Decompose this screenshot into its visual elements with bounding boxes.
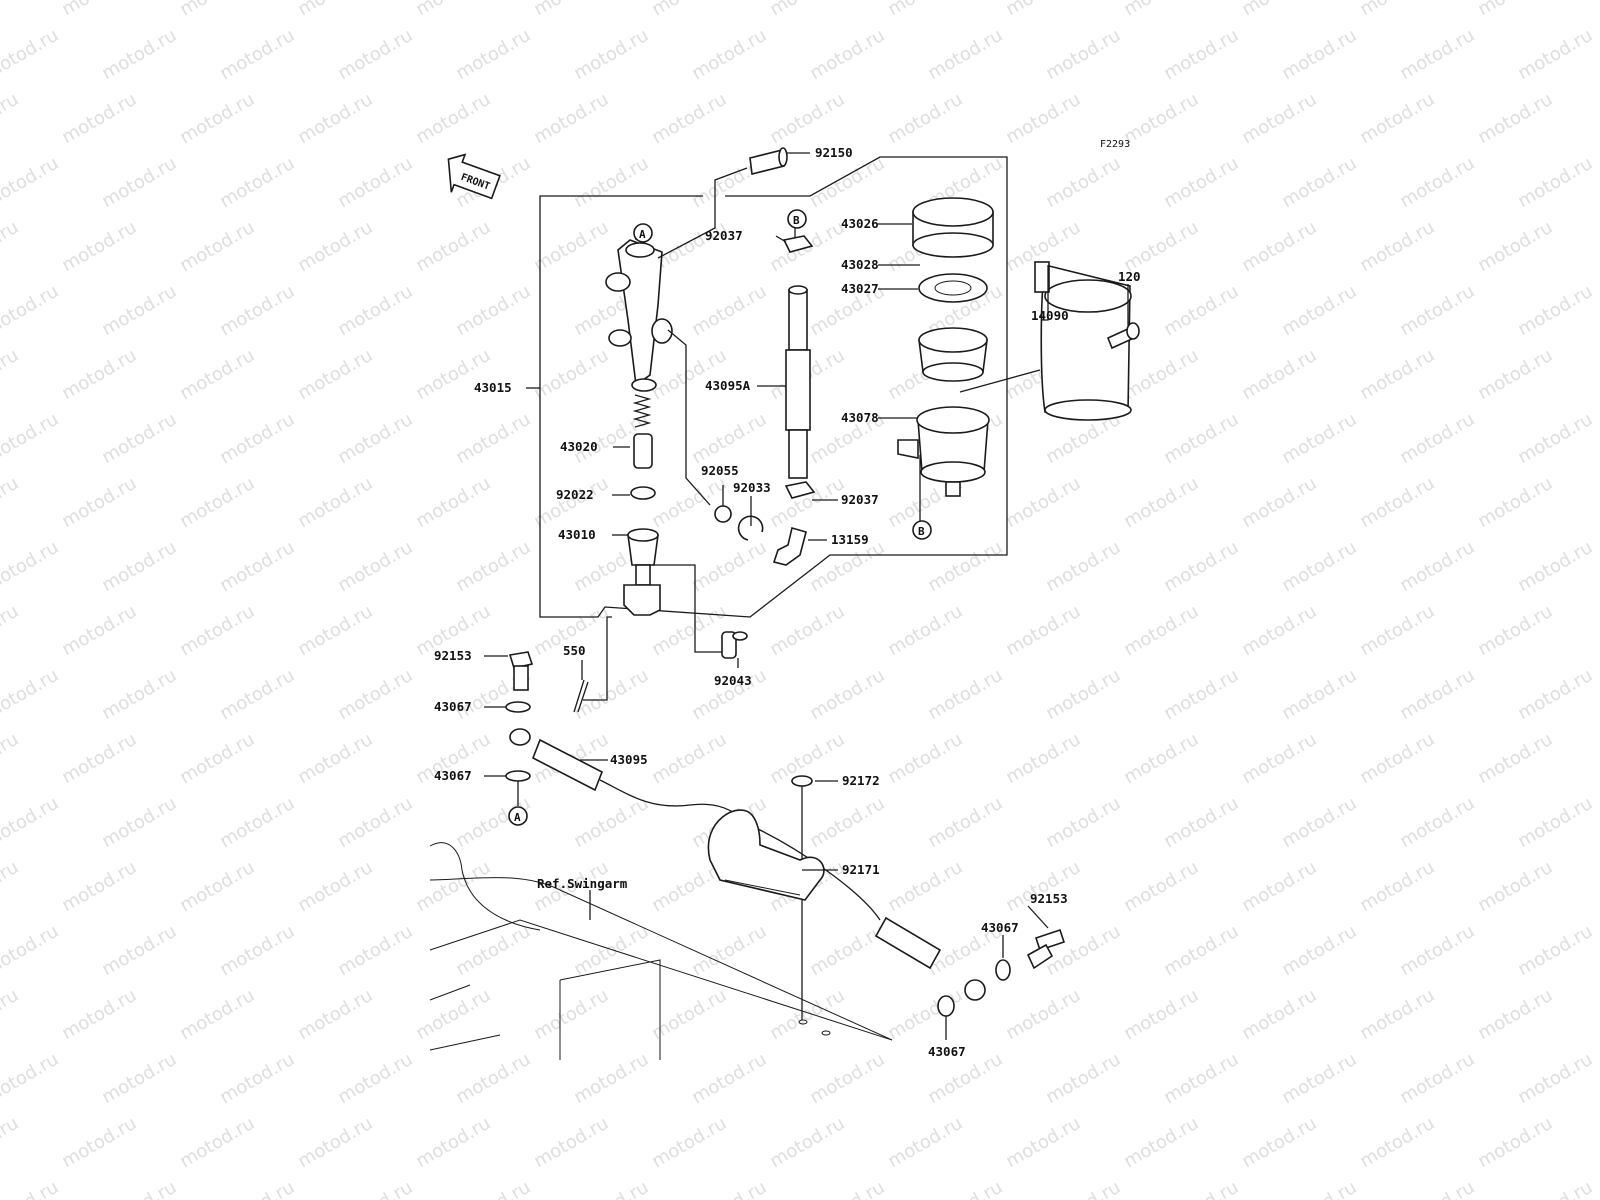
plate-icon <box>918 273 988 303</box>
label-92022: 92022 <box>556 487 594 502</box>
label-92043: 92043 <box>714 673 752 688</box>
cotter-pin-icon <box>573 679 589 713</box>
washer-icon <box>505 701 531 713</box>
label-43067-mid: 43067 <box>434 768 472 783</box>
svg-text:B: B <box>918 525 925 538</box>
callout-b-bottom: B <box>912 520 932 540</box>
callout-a-top: A <box>633 223 653 243</box>
label-43020: 43020 <box>560 439 598 454</box>
label-43010: 43010 <box>558 527 596 542</box>
fitting-icon <box>772 527 807 566</box>
figure-code: F2293 <box>1100 139 1130 150</box>
callout-b-top: B <box>787 209 807 229</box>
label-43015: 43015 <box>474 380 512 395</box>
hose-clamp-icon <box>782 235 814 253</box>
pin-icon <box>721 631 748 659</box>
label-550: 550 <box>563 643 586 658</box>
master-cylinder-icon <box>605 239 673 392</box>
label-43028: 43028 <box>841 257 879 272</box>
banjo-bolt-icon <box>1026 928 1066 970</box>
label-92033: 92033 <box>733 480 771 495</box>
reference-label: Ref.Swingarm <box>537 876 628 891</box>
washer-icon <box>505 770 531 782</box>
label-43095a: 43095A <box>705 378 751 393</box>
assembly-outline <box>539 156 1008 618</box>
label-120: 120 <box>1118 269 1141 284</box>
label-43067-lower-right: 43067 <box>981 920 1019 935</box>
reservoir-tank-icon <box>897 406 990 497</box>
bolt-icon <box>749 147 788 175</box>
label-43095: 43095 <box>610 752 648 767</box>
label-92153-lower: 92153 <box>1030 891 1068 906</box>
banjo-bolt-icon <box>508 651 534 691</box>
label-13159: 13159 <box>831 532 869 547</box>
part-labels: 92150 43026 92037 43027 120 14090 43028 … <box>434 145 1141 1059</box>
label-92172: 92172 <box>842 773 880 788</box>
label-43078: 43078 <box>841 410 879 425</box>
washer-icon <box>995 959 1011 981</box>
svg-text:B: B <box>793 214 800 227</box>
label-92171: 92171 <box>842 862 880 877</box>
leader-lines <box>484 152 1129 1040</box>
swingarm-outline <box>429 842 893 1060</box>
hose-clamp-icon <box>784 481 816 499</box>
label-92037: 92037 <box>705 228 743 243</box>
o-ring-icon <box>714 505 732 523</box>
push-rod-icon <box>623 528 661 616</box>
washer-icon <box>937 995 955 1017</box>
label-92055: 92055 <box>701 463 739 478</box>
snap-ring-icon <box>630 486 656 500</box>
label-43067-bottom: 43067 <box>928 1044 966 1059</box>
label-92037-lower: 92037 <box>841 492 879 507</box>
label-14090: 14090 <box>1031 308 1069 323</box>
reservoir-bracket-icon <box>1034 261 1132 421</box>
piston-spring-icon <box>632 394 653 469</box>
hose-clamp-bracket-icon <box>707 809 825 901</box>
reservoir-hose-icon <box>785 285 811 479</box>
label-43026: 43026 <box>841 216 879 231</box>
screw-icon <box>1106 322 1140 350</box>
label-92153-upper: 92153 <box>434 648 472 663</box>
svg-text:A: A <box>639 228 646 241</box>
label-92150: 92150 <box>815 145 853 160</box>
reservoir-cap-icon <box>912 197 994 258</box>
front-arrow-icon: FRONT <box>447 153 501 200</box>
callout-a-bottom: A <box>508 806 528 826</box>
label-43027: 43027 <box>841 281 879 296</box>
circlip-icon <box>737 515 764 541</box>
label-43067-upper: 43067 <box>434 699 472 714</box>
screw-icon <box>791 775 813 1020</box>
diaphragm-icon <box>918 327 988 382</box>
svg-text:A: A <box>514 811 521 824</box>
